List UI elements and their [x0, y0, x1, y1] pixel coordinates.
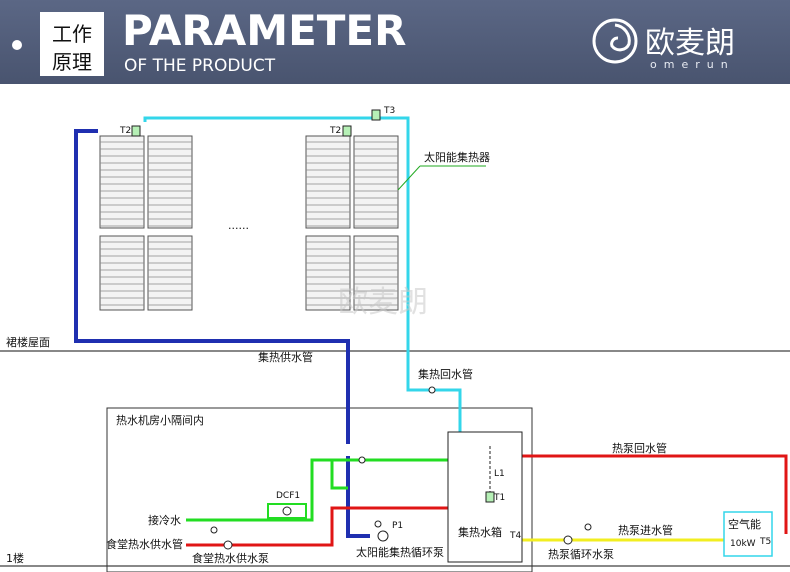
- panel-dots: ......: [228, 219, 249, 232]
- collector-array: [305, 135, 399, 229]
- p1-tag: P1: [392, 521, 403, 531]
- collector-array: [305, 235, 399, 311]
- canteen-supply-label: 食堂热水供水管: [106, 537, 183, 551]
- return-valve: [428, 386, 436, 394]
- section-badge: 工作 原理: [40, 12, 104, 76]
- cold-water-label: 接冷水: [148, 514, 181, 527]
- t1-tag: T1: [493, 493, 505, 503]
- roof-label: 裙楼屋面: [6, 335, 50, 349]
- cold-water-pipe: [186, 458, 448, 522]
- brand-name-en: omerun: [650, 58, 735, 71]
- return-pipe-label: 集热回水管: [418, 367, 473, 381]
- t2-sensor-right: [342, 125, 352, 137]
- p1-pump: [377, 530, 389, 542]
- collector-module: [305, 135, 351, 229]
- collector-module: [147, 135, 193, 229]
- return-pipe: [143, 116, 462, 432]
- badge-line-1: 工作: [52, 22, 92, 46]
- t2b-tag: T2: [329, 126, 341, 136]
- badge-line-2: 原理: [52, 50, 92, 74]
- tank-label: 集热水箱: [458, 525, 502, 539]
- t3-sensor: [371, 109, 381, 121]
- solar-pump-label: 太阳能集热循环泵: [356, 545, 444, 559]
- header-subtitle: OF THE PRODUCT: [124, 56, 276, 76]
- t2-sensor-left: [131, 125, 141, 137]
- dcf1-valve: [282, 506, 292, 516]
- solar-panels: [99, 135, 399, 311]
- collector-array: [99, 235, 193, 311]
- floor1-label: 1楼: [6, 551, 24, 565]
- label-leader: [397, 165, 421, 191]
- dcf1-tag: DCF1: [276, 491, 300, 501]
- hp-pump-label: 热泵循环水泵: [548, 548, 614, 561]
- air-source-label: 空气能: [728, 517, 761, 531]
- canteen-supply-pipe: [186, 506, 448, 547]
- dcf1-bypass: [267, 503, 307, 519]
- collector-module: [147, 235, 193, 311]
- system-diagram: 太阳能集热器 ...... 裙楼屋面 集热供水管 集热回水管 热水机房小隔间内 …: [0, 106, 790, 572]
- supply-pipe: [74, 129, 350, 444]
- header-title: PARAMETER: [122, 6, 407, 55]
- canteen-pump-label: 食堂热水供水泵: [192, 551, 269, 565]
- gauge-1: [210, 526, 218, 534]
- gauge-2: [374, 520, 382, 528]
- hp-return-pipe: [522, 454, 788, 534]
- air-source-unit: [723, 511, 773, 557]
- header-bullet: [12, 40, 22, 50]
- solar-collector-label: 太阳能集热器: [424, 150, 490, 164]
- t3-tag: T3: [383, 106, 395, 116]
- supply-pipe-lower: [346, 456, 370, 538]
- collector-module: [353, 135, 399, 229]
- collector-module: [99, 235, 145, 311]
- t5-tag: T5: [759, 537, 771, 547]
- machine-room-label: 热水机房小隔间内: [116, 413, 204, 427]
- l1-tag: L1: [494, 469, 505, 479]
- cold-valve: [358, 456, 366, 464]
- power-tag: 10kW: [730, 539, 756, 549]
- t1-sensor: [485, 491, 495, 503]
- gauge-3: [584, 523, 592, 531]
- hp-pump-symbol: [563, 535, 573, 545]
- hp-return-label: 热泵回水管: [612, 441, 667, 455]
- cold-water-branch: [330, 460, 348, 490]
- page-header: 工作 原理 PARAMETER OF THE PRODUCT 欧麦朗 omeru…: [0, 0, 790, 84]
- t2a-tag: T2: [119, 126, 131, 136]
- collector-module: [99, 135, 145, 229]
- supply-pipe-label: 集热供水管: [258, 350, 313, 364]
- canteen-pump-symbol: [223, 540, 233, 550]
- watermark: 欧麦朗: [338, 285, 428, 320]
- machine-room-box: [106, 407, 533, 572]
- storage-tank: [447, 431, 523, 563]
- brand-name: 欧麦朗: [645, 26, 735, 61]
- brand-logo-icon: [592, 18, 638, 64]
- hp-in-label: 热泵进水管: [618, 523, 673, 537]
- collector-array: [99, 135, 193, 229]
- t4-tag: T4: [509, 531, 521, 541]
